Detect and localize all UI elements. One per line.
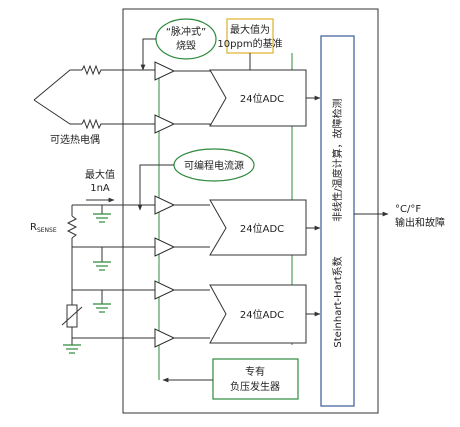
amp-adc-wire [174,123,211,125]
chip-outline [122,8,379,414]
current-source-arrow [137,164,174,211]
pulse-label-line1: “脉冲式” [166,25,206,38]
rsense-label: RSENSE [30,222,57,234]
reference-line1: 最大值为 [230,23,270,36]
current-source-label: 可编程电流源 [184,159,244,172]
sensor-network [61,204,155,345]
thermocouple-label: 可选热电偶 [50,133,100,146]
ground-symbol [93,247,111,271]
adc-label: 24位ADC [240,92,284,105]
adc-block-2: 24位ADC [209,199,307,256]
processor-label-upper: 非线性/温度计算，故障检测 [331,98,344,221]
neg-gen-line1: 专有 [245,365,265,378]
pulse-label-line2: 烧毁 [176,39,196,52]
adc-label: 24位ADC [240,222,284,235]
amplifier-icon [154,328,176,348]
burnout-arrow [140,38,156,71]
amplifier-icon [154,114,176,134]
amplifier-icon [154,237,176,257]
max-current-line1: 最大值 [85,168,115,181]
pulse-burnout-callout [155,18,217,60]
amplifier-icon [154,195,176,215]
negative-voltage-generator [212,358,299,400]
ground-symbol [93,290,111,313]
output-label-line1: °C/°F [395,204,421,215]
max-current-line2: 1nA [90,183,110,194]
reference-line2: 10ppm的基准 [217,37,282,50]
processor-block [320,35,355,407]
adc-block-1: 24位ADC [209,69,307,127]
thermocouple-probe [33,64,155,130]
amplifier-icon [154,61,176,81]
ground-symbol [63,344,81,354]
processor-label-lower: Steinhart-Hart系数 [331,256,344,347]
neg-gen-line2: 负压发生器 [230,380,280,393]
amp-adc-wire [174,70,211,72]
adc-label: 24位ADC [240,308,284,321]
amplifier-icon [154,280,176,300]
adc-block-3: 24位ADC [209,284,307,344]
output-label-line2: 输出和故障 [395,216,445,229]
ground-symbol [93,205,111,223]
